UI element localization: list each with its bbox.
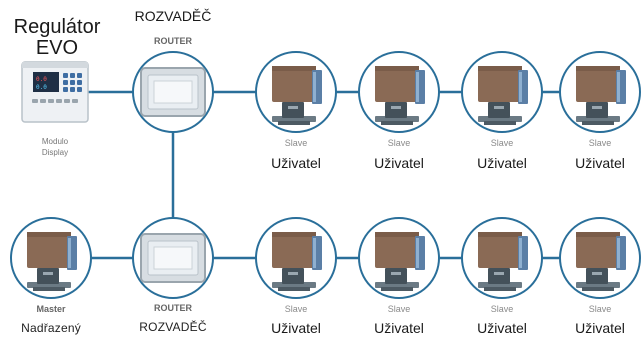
bottom-router-sublabel: ROUTER bbox=[154, 303, 192, 313]
regulator-caption-line2: Display bbox=[41, 148, 69, 157]
regulator-key bbox=[72, 99, 78, 103]
regulator-title-line2: EVO bbox=[35, 37, 79, 59]
regulator-caption-line1: Modulo bbox=[41, 137, 69, 146]
regulator-caption: Modulo Display bbox=[5, 136, 105, 158]
top-router-sublabel: ROUTER bbox=[154, 36, 192, 46]
bottom-router-node bbox=[132, 217, 214, 299]
regulator-device: 0.0 0.0 bbox=[21, 61, 89, 123]
top-slave-2-caption: Uživatel bbox=[374, 155, 424, 171]
master-sublabel: Master bbox=[36, 304, 66, 314]
regulator-key bbox=[70, 73, 75, 78]
bottom-slave-3-sublabel: Slave bbox=[490, 304, 514, 314]
top-slave-3-sublabel: Slave bbox=[490, 138, 514, 148]
regulator-key bbox=[70, 80, 75, 85]
regulator-screen-value-1: 0.0 bbox=[36, 76, 47, 83]
regulator-key bbox=[77, 87, 82, 92]
regulator-title: Regulátor EVO bbox=[2, 17, 112, 59]
top-slave-node-3 bbox=[461, 51, 543, 133]
regulator-key bbox=[40, 99, 46, 103]
top-slave-1-caption: Uživatel bbox=[271, 155, 321, 171]
regulator-key bbox=[64, 99, 70, 103]
regulator-button-grid bbox=[32, 73, 82, 103]
bottom-slave-4-caption: Uživatel bbox=[575, 320, 625, 336]
bottom-slave-nodes bbox=[255, 217, 641, 299]
bottom-router-caption: ROZVADĚČ bbox=[139, 320, 207, 334]
top-slave-node-2 bbox=[358, 51, 440, 133]
bottom-slave-2-caption: Uživatel bbox=[374, 320, 424, 336]
connection-lines bbox=[88, 90, 560, 260]
top-slave-4-caption: Uživatel bbox=[575, 155, 625, 171]
master-node bbox=[10, 217, 92, 299]
regulator-key bbox=[63, 80, 68, 85]
top-router-node bbox=[132, 51, 214, 133]
top-slave-node-4 bbox=[559, 51, 641, 133]
bottom-slave-1-sublabel: Slave bbox=[284, 304, 308, 314]
bottom-slave-1-caption: Uživatel bbox=[271, 320, 321, 336]
bottom-slave-4-sublabel: Slave bbox=[588, 304, 612, 314]
bottom-slave-node-3 bbox=[461, 217, 543, 299]
top-slave-1-sublabel: Slave bbox=[284, 138, 308, 148]
top-slave-nodes bbox=[255, 51, 641, 133]
regulator-key bbox=[63, 73, 68, 78]
bottom-slave-3-caption: Uživatel bbox=[477, 320, 527, 336]
bottom-slave-node-2 bbox=[358, 217, 440, 299]
regulator-key bbox=[63, 87, 68, 92]
regulator-key bbox=[32, 99, 38, 103]
regulator-key bbox=[70, 87, 75, 92]
top-slave-4-sublabel: Slave bbox=[588, 138, 612, 148]
top-router-caption: ROZVADĚČ bbox=[134, 8, 212, 24]
regulator-title-line1: Regulátor bbox=[13, 16, 101, 38]
regulator-key bbox=[77, 80, 82, 85]
top-slave-2-sublabel: Slave bbox=[387, 138, 411, 148]
regulator-key bbox=[56, 99, 62, 103]
top-slave-3-caption: Uživatel bbox=[477, 155, 527, 171]
top-slave-node-1 bbox=[255, 51, 337, 133]
bottom-slave-node-4 bbox=[559, 217, 641, 299]
master-caption: Nadřazený bbox=[21, 321, 81, 335]
regulator-key bbox=[77, 73, 82, 78]
bottom-slave-node-1 bbox=[255, 217, 337, 299]
regulator-screen-value-2: 0.0 bbox=[36, 84, 47, 91]
bottom-slave-2-sublabel: Slave bbox=[387, 304, 411, 314]
regulator-key bbox=[48, 99, 54, 103]
